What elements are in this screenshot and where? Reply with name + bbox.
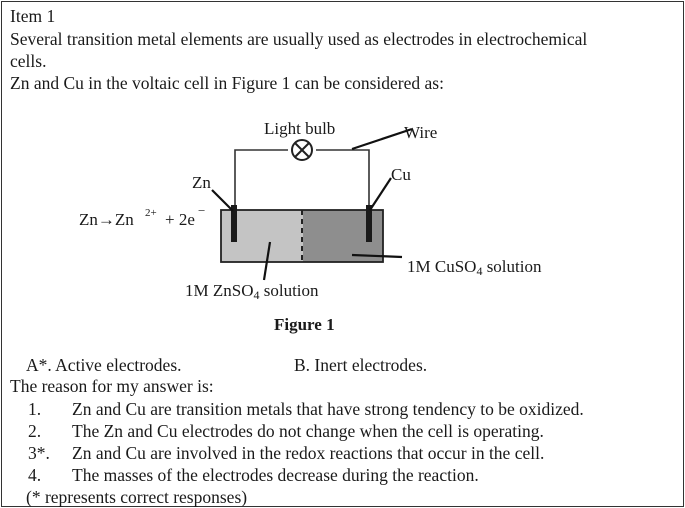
reaction-rhs: + 2e (165, 210, 195, 229)
zn-pointer (211, 189, 234, 212)
reason-text[interactable]: The Zn and Cu electrodes do not change w… (72, 421, 544, 441)
cu-label: Cu (391, 165, 411, 184)
cu-pointer (369, 177, 392, 211)
reaction-electron-sign: − (198, 203, 205, 218)
question-text: Zn and Cu in the voltaic cell in Figure … (10, 73, 444, 93)
intro-line-1: Several transition metal elements are us… (10, 29, 588, 49)
reaction-charge: 2+ (145, 207, 157, 219)
wire-pointer (351, 127, 413, 151)
reason-number: 1. (28, 399, 42, 419)
reaction-lhs: Zn→Zn (79, 210, 134, 229)
reason-text[interactable]: Zn and Cu are involved in the redox reac… (72, 443, 545, 463)
reason-number: 2. (28, 421, 42, 441)
figure-caption: Figure 1 (274, 315, 335, 334)
light-bulb-icon (291, 139, 313, 161)
znso4-pointer (262, 241, 272, 281)
reason-text[interactable]: The masses of the electrodes decrease du… (72, 465, 479, 485)
znso4-label: 1M ZnSO4 solution (185, 281, 319, 302)
wire-label: Wire (404, 123, 437, 142)
item-title: Item 1 (10, 6, 56, 26)
oxidation-reaction: Zn→Zn 2+ + 2e − (79, 203, 205, 229)
cuso4-label: 1M CuSO4 solution (407, 257, 542, 278)
wire-left (234, 149, 288, 209)
reason-number: 3*. (28, 443, 50, 463)
cu-electrode (366, 205, 372, 242)
reason-text[interactable]: Zn and Cu are transition metals that hav… (72, 399, 584, 419)
intro-line-2: cells. (10, 51, 47, 71)
reason-number: 4. (28, 465, 42, 485)
light-bulb-label: Light bulb (264, 119, 335, 138)
footnote: (* represents correct responses) (26, 487, 248, 507)
reason-heading: The reason for my answer is: (10, 376, 214, 396)
zn-label: Zn (192, 173, 211, 192)
option-a[interactable]: A*. Active electrodes. (26, 355, 182, 375)
zn-electrode (231, 205, 237, 242)
cuso4-pointer (351, 253, 403, 259)
wire-right (316, 149, 370, 209)
option-b[interactable]: B. Inert electrodes. (294, 355, 428, 375)
voltaic-cell-figure: Light bulb Wire Zn Cu Zn→Zn 2+ + 2e − 1M… (79, 119, 542, 334)
